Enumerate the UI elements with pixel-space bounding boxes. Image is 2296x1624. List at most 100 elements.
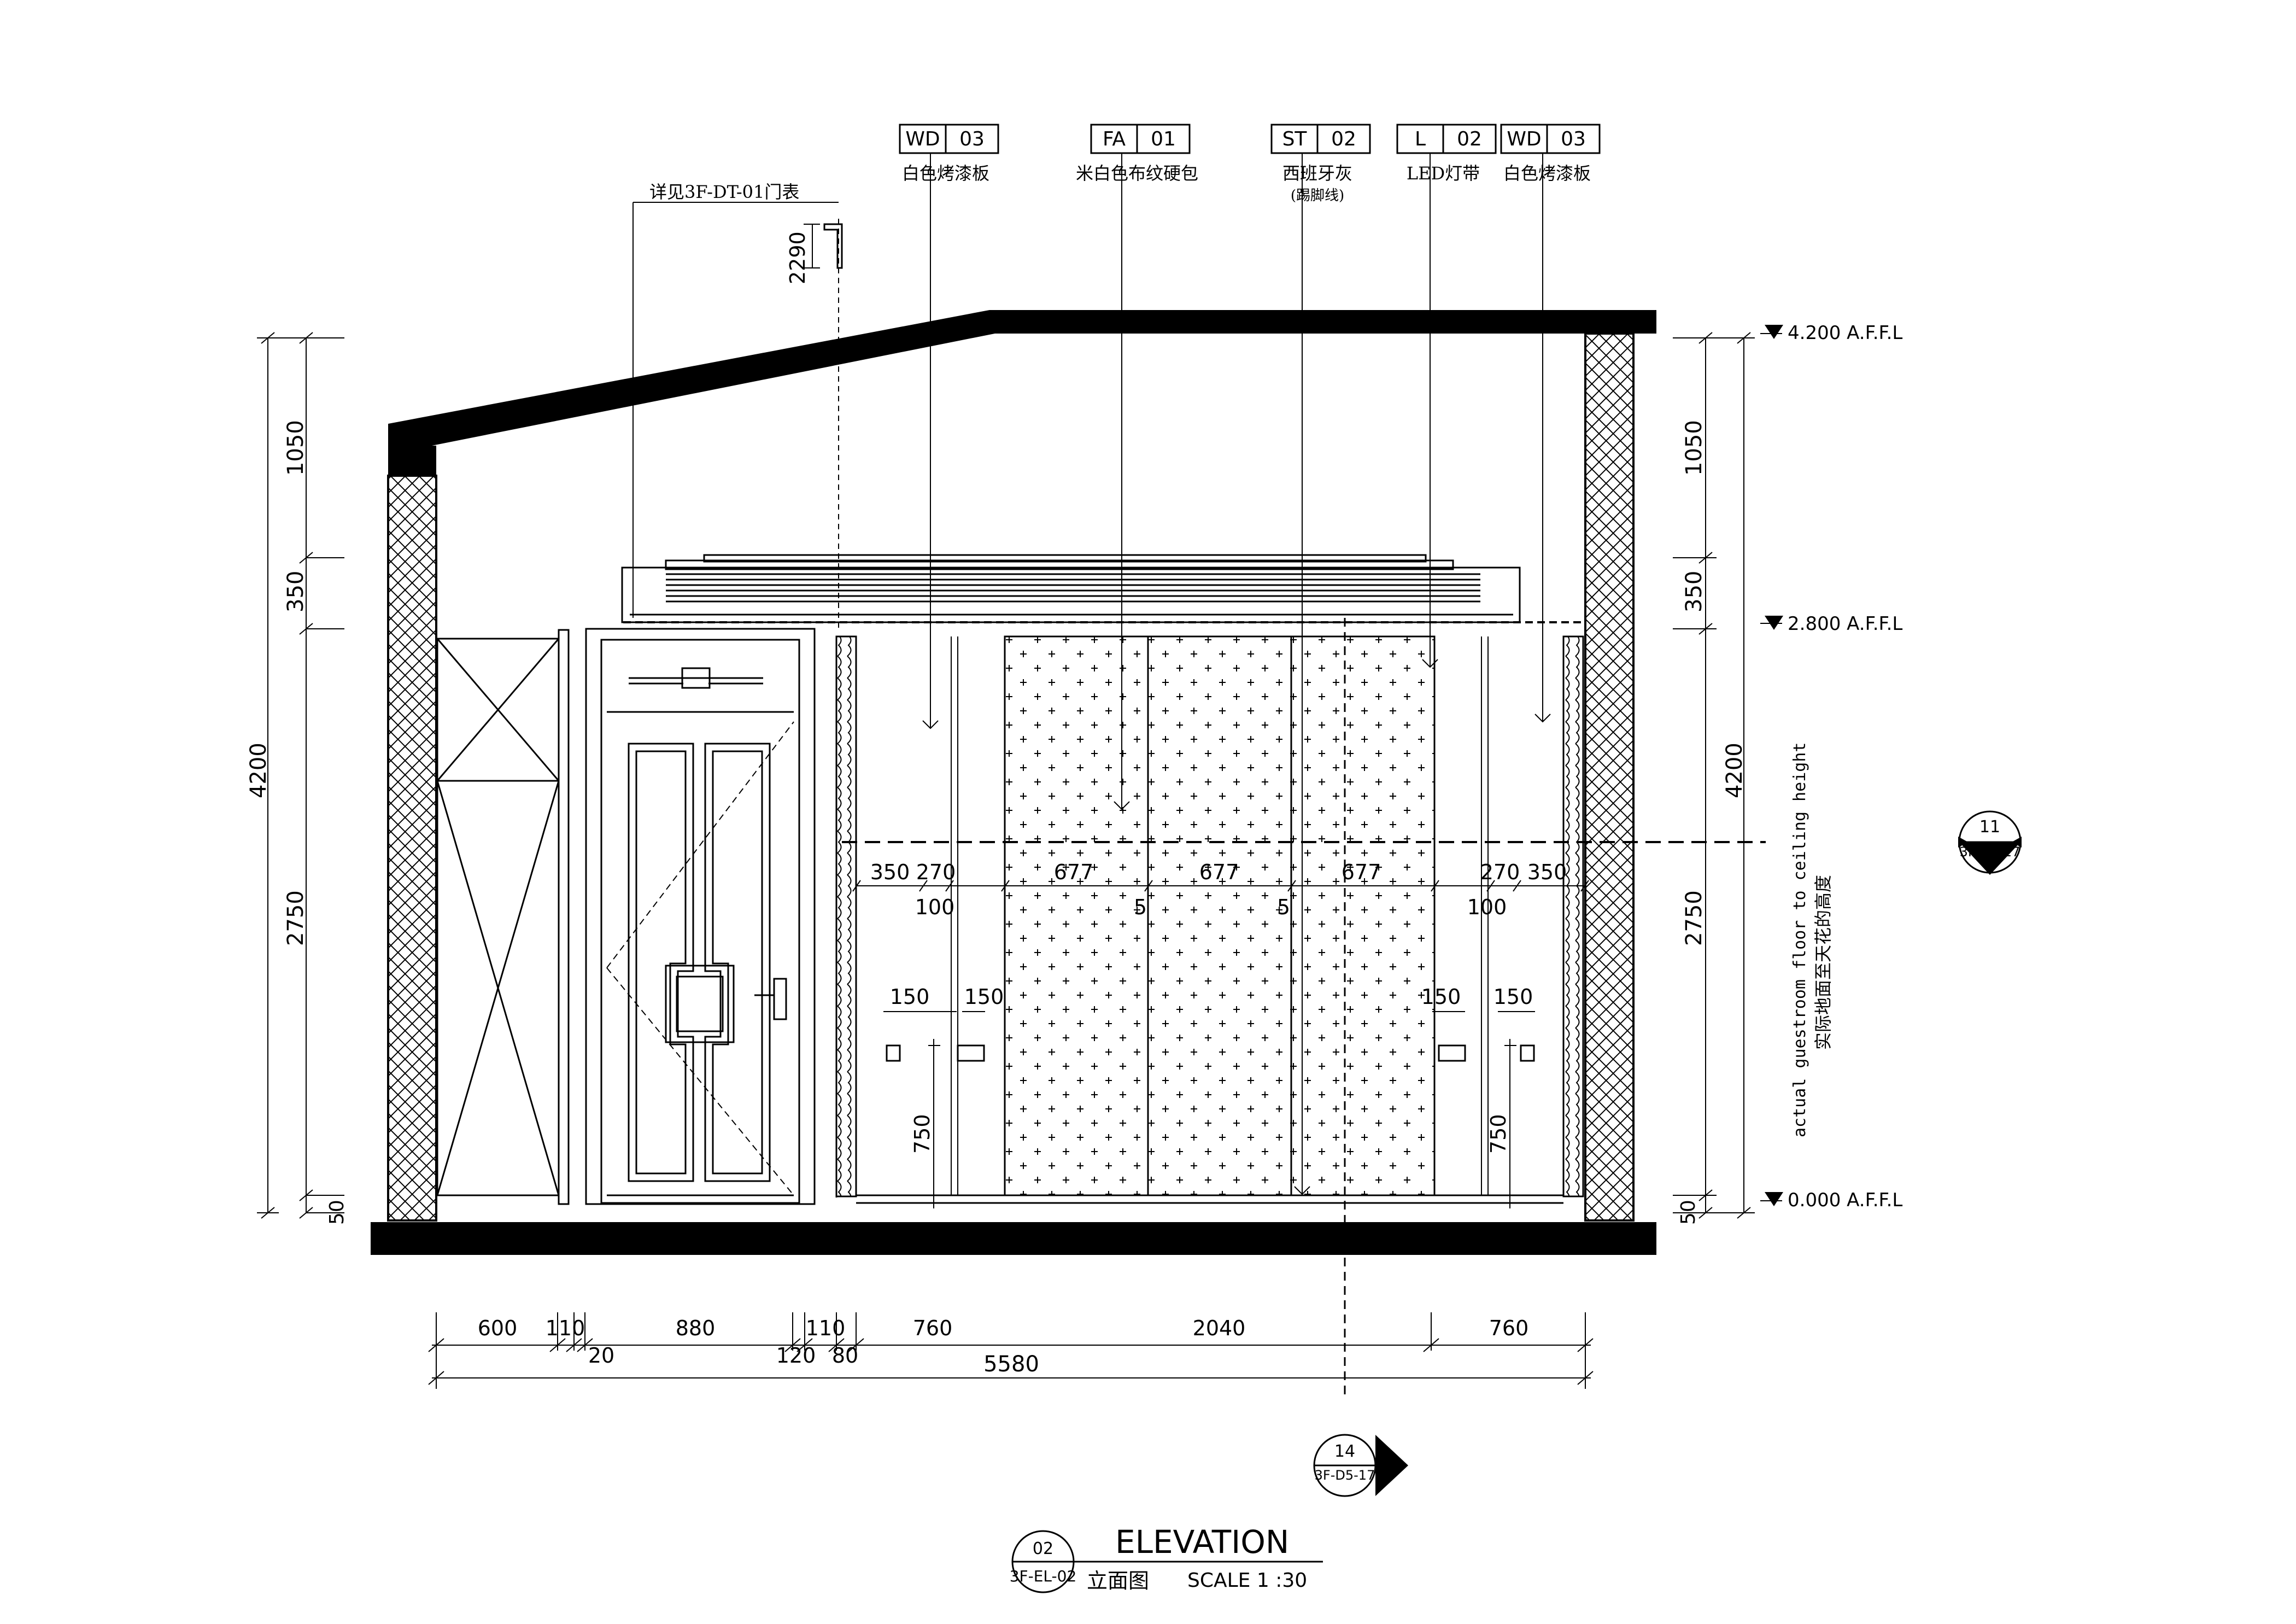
left-dim-soffit: 350	[283, 571, 308, 612]
floor-slab	[371, 1222, 1656, 1255]
wall-dim-label: 270	[1480, 860, 1520, 884]
bottom-dim-texts: 600 110 880 110 760 2040 760 20 120 80 5580	[478, 1316, 1529, 1377]
level-markers: 4.200 A.F.F.L 2.800 A.F.F.L 0.000 A.F.F.…	[1765, 322, 1902, 1211]
material-tag-code: ST	[1282, 128, 1308, 150]
level-4200: 4.200 A.F.F.L	[1788, 322, 1902, 344]
bottom-dim-label: 120	[776, 1343, 816, 1368]
wall-dimensions	[852, 880, 1589, 1208]
title-en: ELEVATION	[1115, 1523, 1289, 1561]
material-tag-num: 03	[959, 128, 985, 150]
wall-dim-label: 350	[870, 860, 910, 884]
material-tag-desc: 白色烤漆板	[1503, 163, 1591, 184]
callout-14-num: 14	[1334, 1442, 1355, 1461]
wall-dim-label: 150	[964, 985, 1004, 1009]
left-dimensions	[257, 332, 344, 1219]
material-tag-code: WD	[905, 128, 940, 150]
wall-dim-label: 677	[1054, 860, 1094, 884]
leaders	[632, 130, 1551, 1195]
bottom-dim-label: 110	[806, 1316, 846, 1340]
bottom-dim-label: 760	[913, 1316, 953, 1340]
bottom-dim-label: 2040	[1193, 1316, 1246, 1340]
left-wall-cap	[388, 446, 436, 476]
material-tag-desc: 西班牙灰	[1282, 163, 1352, 184]
material-tag-code: WD	[1507, 128, 1541, 150]
wall-dim-label: 677	[1342, 860, 1381, 884]
wall-dim-label: 5	[1134, 895, 1147, 919]
wall-dim-label: 750	[910, 1114, 934, 1154]
wall-dim-label: 100	[915, 895, 955, 919]
bottom-dim-label: 80	[832, 1343, 858, 1368]
bottom-dim-label: 20	[588, 1343, 614, 1368]
material-tag: WD 03 白色烤漆板	[899, 124, 999, 184]
callout-11-ref: 3F-D5-17	[1960, 844, 2020, 860]
height-note-en: actual guestroom floor to ceiling height	[1790, 743, 1809, 1137]
bottom-dimensions	[428, 1312, 1594, 1389]
material-tag-code: L	[1415, 128, 1426, 150]
wall-dim-label: 677	[1199, 860, 1239, 884]
material-tag-num: 02	[1457, 128, 1482, 150]
material-tag: WD 03 白色烤漆板	[1500, 124, 1601, 184]
wall-dim-label: 5	[1277, 895, 1290, 919]
right-dim-total: 4200	[1722, 743, 1747, 798]
left-dim-total: 4200	[246, 743, 271, 798]
wardrobe	[436, 629, 570, 1205]
top-dimension: 2290	[786, 223, 843, 284]
title-scale: SCALE 1 :30	[1187, 1569, 1307, 1592]
level-2800: 2.800 A.F.F.L	[1788, 613, 1902, 635]
right-wall	[1584, 332, 1635, 1222]
right-dim-base: 50	[1677, 1200, 1700, 1225]
material-tag: FA 01 米白色布纹硬包	[1076, 124, 1198, 184]
left-dim-main: 2750	[283, 890, 308, 946]
material-tag: ST 02 西班牙灰 (踢脚线)	[1270, 124, 1371, 204]
left-dim-base: 50	[326, 1200, 348, 1225]
material-tag-num: 02	[1331, 128, 1356, 150]
wall-dim-label: 270	[916, 860, 956, 884]
material-tag-num: 01	[1151, 128, 1176, 150]
ceiling-soffit	[621, 554, 1584, 623]
bottom-dim-label: 880	[676, 1316, 716, 1340]
material-tag-code: FA	[1103, 128, 1126, 150]
roof-slab	[388, 310, 1656, 446]
title-cn: 立面图	[1087, 1569, 1149, 1593]
right-dimensions	[1673, 332, 1782, 1219]
left-dim-upper: 1050	[283, 420, 308, 476]
callout-14: 14 3F-D5-17	[1313, 1434, 1408, 1497]
right-dim-upper: 1050	[1682, 420, 1707, 476]
door-note: 详见3F-DT-01门表	[649, 182, 799, 202]
wall-dim-label: 150	[890, 985, 930, 1009]
bottom-dim-label: 600	[478, 1316, 518, 1340]
callout-14-ref: 3F-D5-17	[1315, 1468, 1375, 1483]
title-block: 02 3F-EL-02 ELEVATION 立面图 SCALE 1 :30	[1010, 1523, 1323, 1593]
wall-dim-label: 350	[1527, 860, 1567, 884]
door	[585, 628, 816, 1205]
material-tag-sub: (踢脚线)	[1291, 188, 1344, 204]
title-ref: 3F-EL-02	[1010, 1567, 1077, 1585]
level-0000: 0.000 A.F.F.L	[1788, 1189, 1902, 1211]
material-tags: WD 03 白色烤漆板 FA 01 米白色布纹硬包 ST 02 西班牙灰 (踢脚线) L 02LED灯…	[899, 124, 1601, 204]
material-tag-desc: LED灯带	[1407, 163, 1480, 184]
height-note-cn: 实际地面至天花的高度	[1813, 875, 1834, 1050]
title-num: 02	[1033, 1539, 1053, 1558]
material-tag-desc: 米白色布纹硬包	[1076, 163, 1198, 184]
wall-dim-label: 150	[1493, 985, 1533, 1009]
wall-dim-label: 150	[1421, 985, 1461, 1009]
material-tag-num: 03	[1561, 128, 1586, 150]
callout-11: 11 3F-D5-17	[1958, 810, 2022, 875]
left-wall	[387, 475, 437, 1222]
feature-wall	[835, 618, 1766, 1400]
wall-dim-label: 750	[1486, 1114, 1510, 1154]
material-tag-desc: 白色烤漆板	[902, 163, 989, 184]
bottom-dim-label: 760	[1489, 1316, 1529, 1340]
top-dim-label: 2290	[786, 231, 810, 284]
sockets	[886, 1044, 1535, 1062]
right-dim-soffit: 350	[1682, 571, 1707, 612]
bottom-dim-total: 5580	[983, 1352, 1039, 1377]
wall-dim-label: 100	[1467, 895, 1507, 919]
right-dim-main: 2750	[1682, 890, 1707, 946]
structure	[371, 310, 1656, 1255]
bottom-dim-label: 110	[546, 1316, 585, 1340]
callout-11-num: 11	[1979, 817, 2000, 837]
